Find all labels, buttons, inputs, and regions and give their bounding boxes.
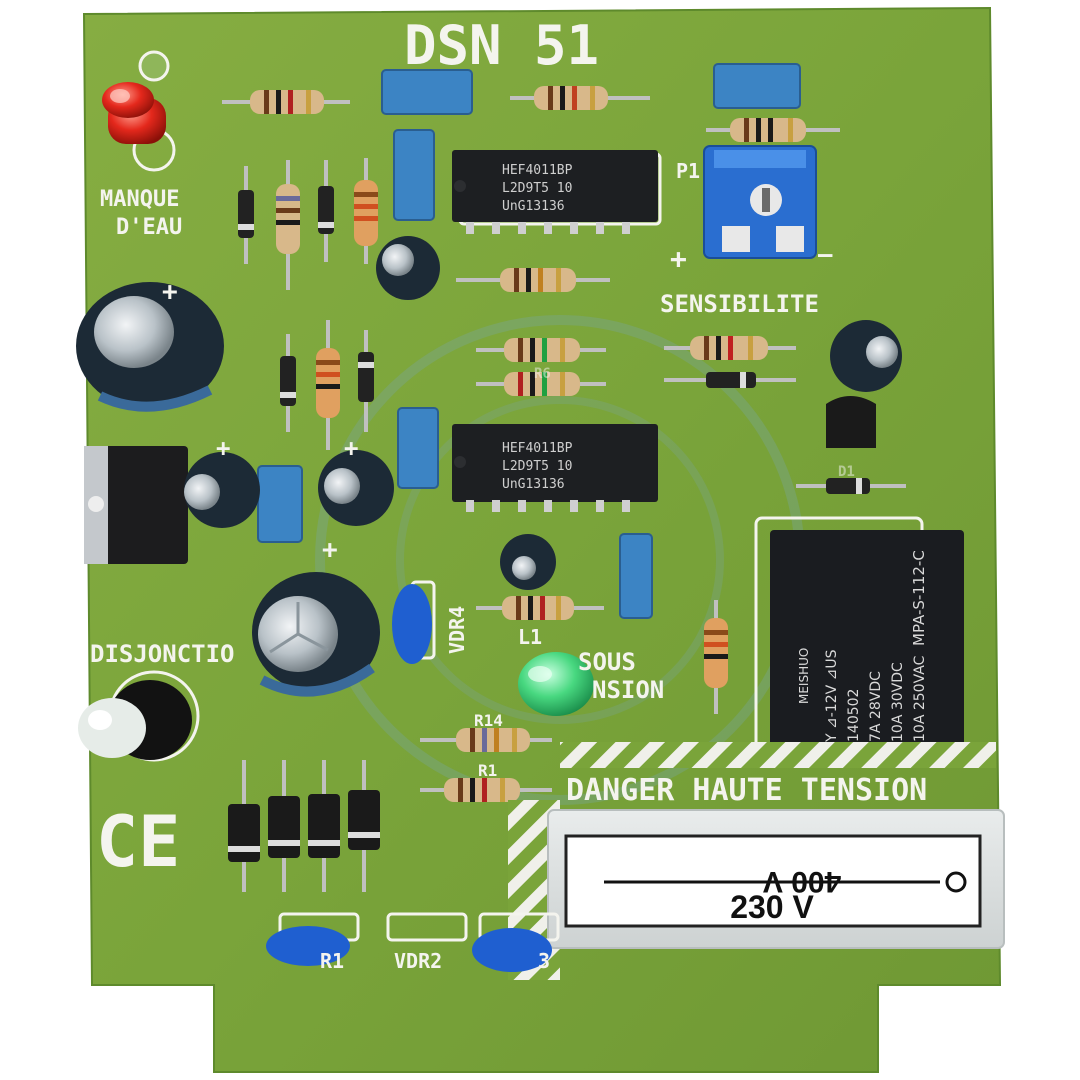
- chip1-line1: HEF4011BP: [502, 163, 573, 178]
- voltage-regulator: [84, 446, 188, 564]
- label-vdr2: VDR2: [394, 949, 442, 973]
- relay-text3: 7A 28VDC: [868, 671, 884, 742]
- capacitor-blue-6: [619, 533, 653, 619]
- resistor-top-right: [706, 118, 840, 142]
- ic-chip-1: HEF4011BP L2D9T5 10 UnG13136: [452, 150, 662, 234]
- vdr2-outline: [386, 912, 468, 942]
- diode-horizontal-1: [664, 372, 796, 388]
- label-danger: DANGER HAUTE TENSION: [566, 773, 927, 808]
- chip1-line2: L2D9T5 10: [502, 181, 572, 196]
- label-r14: R14: [474, 711, 503, 730]
- voltage-selector: 400 V 230 V: [547, 809, 1005, 949]
- capacitor-blue-3: [393, 129, 435, 221]
- label-plus-big-cap-2: +: [322, 535, 338, 565]
- label-r6: R6: [534, 366, 551, 382]
- diode-vertical-4: [358, 330, 374, 432]
- label-sensibilite: SENSIBILITE: [660, 290, 819, 318]
- resistor-mid-3: [476, 372, 606, 396]
- transistor: [826, 396, 876, 448]
- voltage-400: 400 V: [763, 865, 841, 898]
- relay-brand: MEISHUO: [797, 648, 811, 704]
- capacitor-electrolytic-medium-1: [184, 452, 260, 528]
- label-minus-p1: —: [818, 240, 833, 268]
- label-manque: MANQUE: [100, 187, 179, 212]
- capacitor-electrolytic-small-1: [376, 236, 440, 300]
- label-l1: L1: [518, 625, 542, 649]
- chip1-line3: UnG13136: [502, 199, 565, 214]
- diode-vertical-1: [238, 166, 254, 264]
- relay-text1: Y ⊿-12V ⊿US: [824, 649, 840, 743]
- label-vdr1: R1: [320, 949, 344, 973]
- relay: Y ⊿-12V ⊿US 140502 7A 28VDC 10A 30VDC 10…: [754, 516, 964, 756]
- capacitor-electrolytic-small-2: [830, 320, 902, 392]
- resistor-vertical-2: [354, 158, 378, 264]
- resistor-mid-right: [664, 336, 796, 360]
- resistor-vertical-1: [276, 160, 300, 290]
- label-plus-reg: +: [216, 434, 230, 462]
- capacitor-electrolytic-medium-2: [318, 450, 394, 526]
- resistor-vertical-3: [316, 320, 340, 450]
- label-plus-cap-mid: +: [344, 434, 358, 462]
- label-tension: NSION: [592, 676, 664, 704]
- board-title: DSN 51: [404, 14, 599, 77]
- varistor-vdr1: [266, 926, 350, 966]
- danger-hatch-top: [560, 742, 996, 768]
- diode-horizontal-2: [796, 478, 906, 494]
- label-deau: D'EAU: [116, 215, 182, 240]
- label-p1: P1: [676, 159, 700, 183]
- relay-text4: 10A 30VDC: [890, 662, 906, 742]
- capacitor-blue-2: [713, 63, 801, 109]
- indicator-lamp: [78, 670, 200, 762]
- relay-text2: 140502: [846, 689, 862, 742]
- label-plus-big-cap: +: [162, 277, 178, 307]
- chip2-line2: L2D9T5 10: [502, 459, 572, 474]
- label-plus-p1: +: [670, 242, 687, 275]
- varistor-vdr4: [392, 580, 436, 664]
- voltage-230: 230 V: [730, 889, 814, 925]
- resistor-r1: [420, 778, 552, 802]
- resistor-vertical-relay: [704, 600, 728, 714]
- led-green-l1: [518, 652, 594, 716]
- chip2-line3: UnG13136: [502, 477, 565, 492]
- ic-chip-2: HEF4011BP L2D9T5 10 UnG13136: [452, 424, 658, 512]
- diode-vertical-2: [318, 160, 334, 262]
- resistor-top-left: [222, 90, 350, 114]
- led-red: [102, 82, 176, 172]
- resistor-r14: [420, 728, 552, 752]
- capacitor-blue-5: [257, 465, 303, 543]
- potentiometer-p1: [703, 145, 817, 259]
- resistor-mid-2: [476, 338, 606, 362]
- relay-text5: 10A 250VAC: [912, 655, 928, 742]
- relay-text6: MPA-S-112-C: [910, 550, 928, 646]
- label-d1: D1: [838, 464, 855, 480]
- label-vdr3: 3: [538, 949, 550, 973]
- capacitor-blue-4: [397, 407, 439, 489]
- capacitor-electrolytic-small-3: [500, 534, 556, 590]
- capacitor-blue-1: [381, 69, 473, 115]
- diode-vertical-3: [280, 334, 296, 432]
- resistor-center: [476, 596, 604, 620]
- capacitor-electrolytic-large-1: [76, 282, 224, 412]
- chip2-line1: HEF4011BP: [502, 441, 573, 456]
- resistor-mid-1: [456, 268, 610, 292]
- resistor-top-mid: [510, 86, 650, 110]
- label-disjonction: DISJONCTIO: [90, 640, 235, 668]
- rectifier-diodes: [228, 760, 380, 892]
- label-r1: R1: [478, 761, 497, 780]
- capacitor-electrolytic-large-2: [252, 572, 380, 697]
- label-sous: SOUS: [578, 648, 636, 676]
- varistor-vdr3: [472, 928, 552, 972]
- label-vdr4: VDR4: [445, 606, 469, 654]
- mounting-hole: [138, 50, 170, 82]
- ce-mark: CE: [96, 801, 180, 883]
